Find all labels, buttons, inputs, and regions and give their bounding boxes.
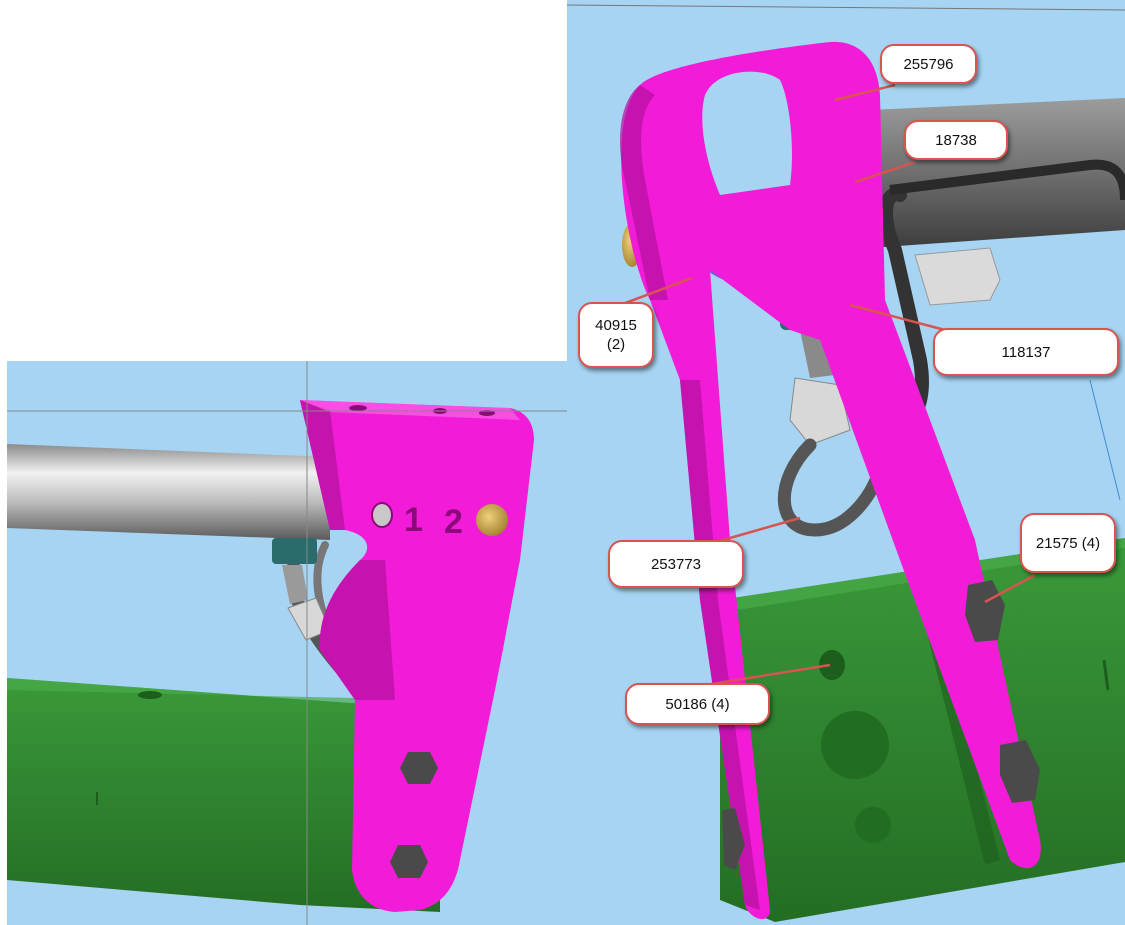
callout-40915-quantity: (2) xyxy=(606,336,626,353)
bracket-stamp-1: 1 xyxy=(404,501,423,539)
left-bracket: 1 2 xyxy=(300,400,534,912)
callout-50186-label: 50186 (4) xyxy=(665,695,730,713)
callout-21575-label: 21575 (4) xyxy=(1035,534,1101,552)
callout-255796: 255796 xyxy=(880,44,977,84)
callout-40915: 40915 (2) xyxy=(578,302,654,368)
callout-21575: 21575 (4) xyxy=(1020,513,1116,573)
callout-255796-label: 255796 xyxy=(903,55,954,73)
bracket-stamp-2: 2 xyxy=(444,503,463,541)
leader-21575 xyxy=(984,573,1036,604)
left-bolt-lower xyxy=(390,845,428,878)
left-frame-beam xyxy=(7,678,440,912)
leader-18738 xyxy=(854,160,916,184)
leader-lines xyxy=(619,83,1036,687)
callout-253773-label: 253773 xyxy=(650,555,702,573)
callout-118137: 118137 xyxy=(933,328,1119,376)
callout-50186: 50186 (4) xyxy=(625,683,770,725)
left-cylinder-tube xyxy=(7,444,330,540)
left-view: 1 2 xyxy=(7,361,567,925)
callout-118137-label: 118137 xyxy=(1001,343,1051,361)
callout-18738-label: 18738 xyxy=(935,131,977,149)
leader-255796 xyxy=(834,83,896,102)
right-view xyxy=(566,0,1125,925)
brass-pin-end xyxy=(476,504,508,536)
left-bolt-upper xyxy=(400,752,438,784)
callout-253773: 253773 xyxy=(608,540,744,588)
callout-40915-label: 40915 xyxy=(595,317,637,334)
callout-18738: 18738 xyxy=(904,120,1008,160)
right-bolt-lower xyxy=(1000,740,1040,803)
leader-50186 xyxy=(704,663,831,687)
leader-118137 xyxy=(849,303,946,332)
leader-40915 xyxy=(619,276,693,307)
